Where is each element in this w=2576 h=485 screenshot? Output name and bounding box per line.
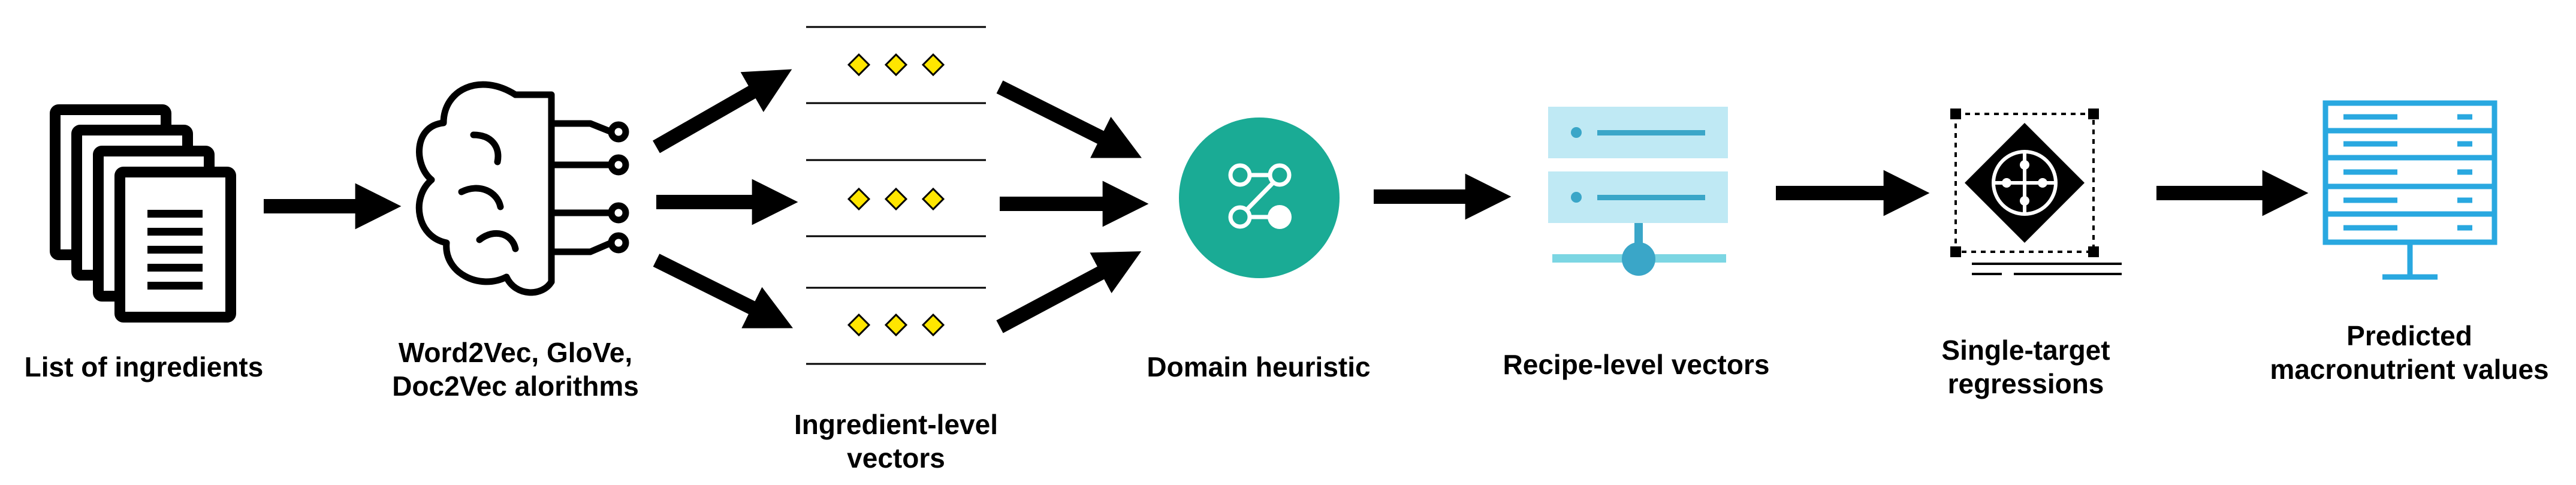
label-single-target-regressions: Single-target regressions	[1906, 333, 2146, 400]
arrow-algorithms-to-vectors-top	[653, 69, 792, 153]
share-node-icon	[1179, 118, 1340, 278]
label-line: List of ingredients	[24, 351, 264, 382]
label-predicted-macronutrient-values: Predicted macronutrient values	[2254, 319, 2565, 386]
label-list-of-ingredients: List of ingredients	[12, 350, 276, 384]
label-line: Recipe-level vectors	[1503, 349, 1770, 380]
arrow-vectors-bottom-to-heuristic	[996, 251, 1142, 333]
arrow-vectors-top-to-heuristic	[996, 80, 1142, 158]
ai-brain-circuit-icon	[415, 81, 629, 296]
label-ingredient-level-vectors: Ingredient-level vectors	[767, 408, 1025, 475]
label-algorithms: Word2Vec, GloVe, Doc2Vec alorithms	[384, 336, 647, 403]
label-line: Doc2Vec alorithms	[392, 370, 639, 402]
server-stack-icon	[1548, 107, 1728, 276]
server-rack-icon	[2322, 100, 2497, 280]
label-line: Predicted	[2346, 320, 2472, 351]
label-line: Ingredient-level	[794, 409, 998, 440]
document-stack-icon	[50, 104, 236, 323]
label-line: regressions	[1947, 368, 2104, 399]
vector-row-top	[806, 26, 986, 104]
label-line: Single-target	[1941, 335, 2110, 366]
label-line: Word2Vec, GloVe,	[398, 337, 633, 368]
label-domain-heuristic: Domain heuristic	[1127, 350, 1390, 384]
label-line: Domain heuristic	[1147, 351, 1371, 382]
label-line: vectors	[847, 442, 945, 474]
label-line: macronutrient values	[2270, 354, 2549, 385]
vector-row-middle	[806, 159, 986, 237]
label-recipe-level-vectors: Recipe-level vectors	[1486, 348, 1786, 381]
arrow-algorithms-to-vectors-bottom	[653, 254, 794, 329]
vector-list-icon	[806, 26, 986, 365]
regression-diamond-icon	[1950, 109, 2122, 275]
vector-row-bottom	[806, 287, 986, 365]
